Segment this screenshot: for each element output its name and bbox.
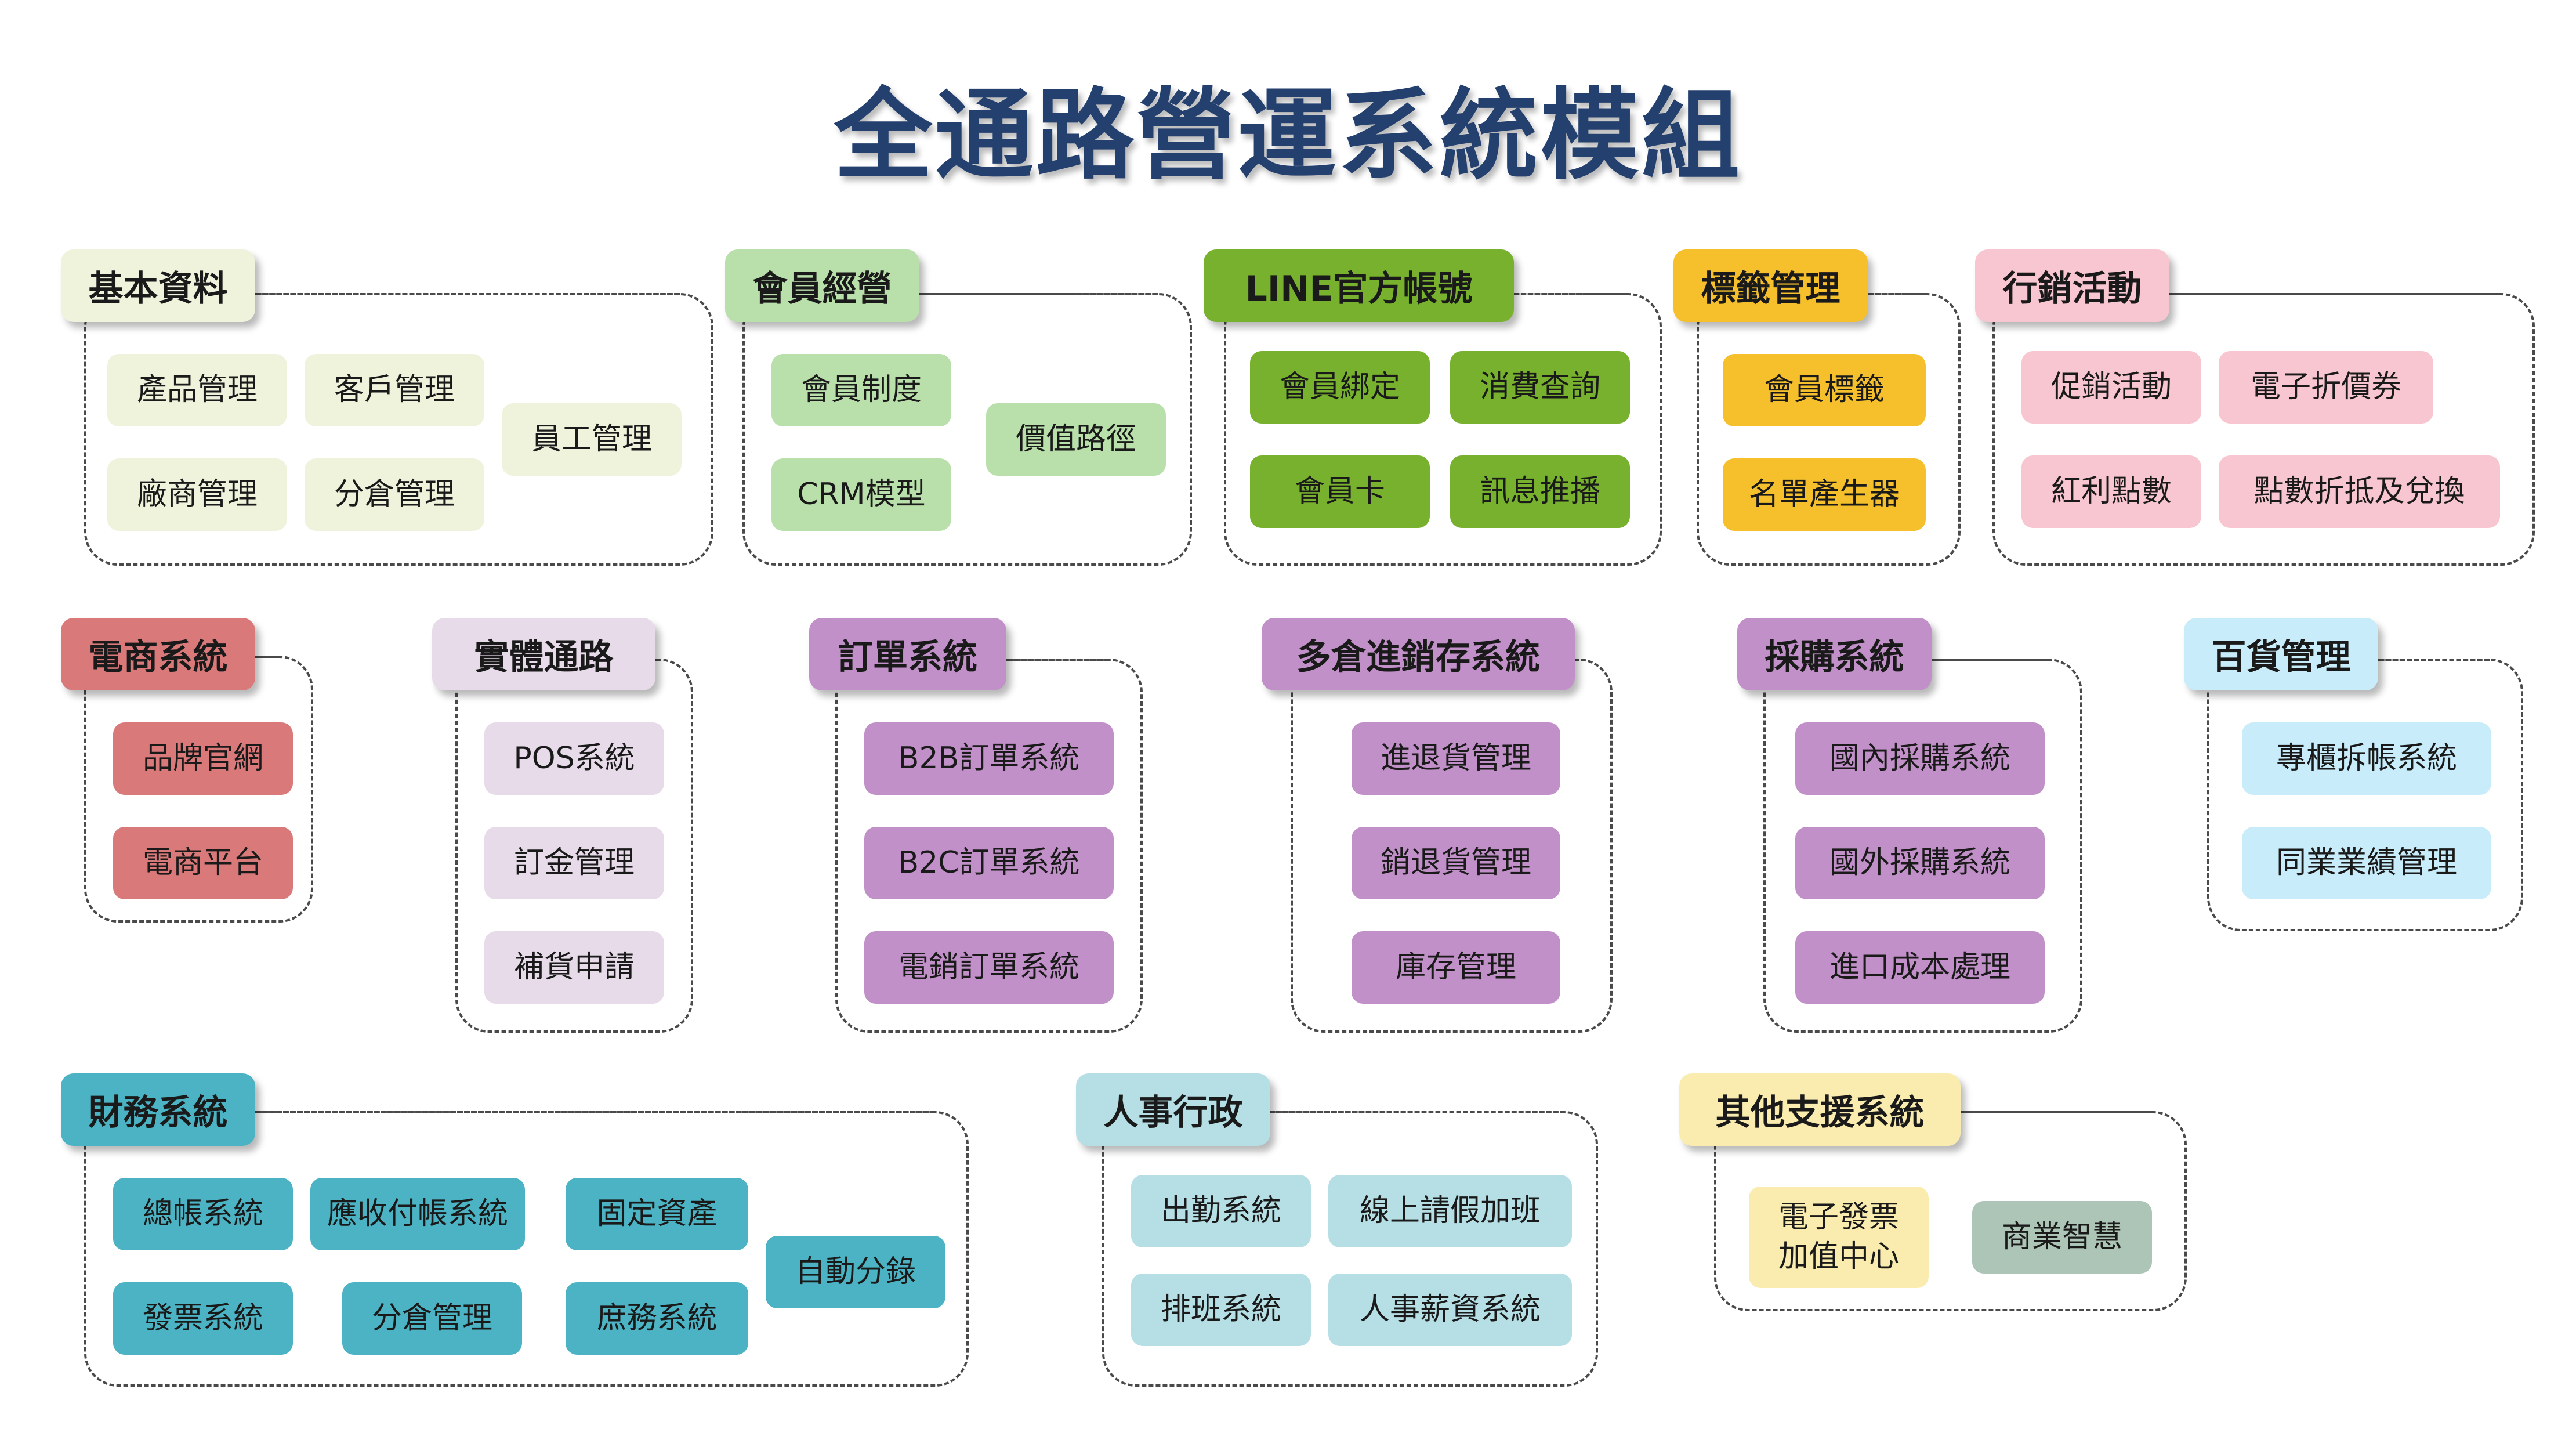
group-frame-connector	[1006, 659, 1109, 661]
module-item[interactable]: 名單產生器	[1723, 458, 1926, 531]
module-item[interactable]: 排班系統	[1131, 1274, 1311, 1346]
module-item[interactable]: 國內採購系統	[1795, 722, 2045, 795]
module-item[interactable]: 線上請假加班	[1328, 1175, 1572, 1247]
group-header[interactable]: 行銷活動	[1975, 249, 2169, 322]
group-frame-connector	[1961, 1111, 2153, 1113]
group-header[interactable]: 採購系統	[1737, 618, 1932, 690]
group-frame-connector	[1932, 659, 2049, 661]
group-frame-connector	[1575, 659, 1579, 661]
group-frame-connector	[2378, 659, 2490, 661]
group-header[interactable]: 多倉進銷存系統	[1262, 618, 1575, 690]
module-item[interactable]: 會員卡	[1250, 455, 1430, 528]
module-item[interactable]: 國外採購系統	[1795, 827, 2045, 899]
module-item[interactable]: 總帳系統	[113, 1178, 293, 1250]
module-item[interactable]: 訂金管理	[484, 827, 664, 899]
module-item[interactable]: 產品管理	[107, 354, 287, 426]
module-item[interactable]: B2B訂單系統	[864, 722, 1114, 795]
module-item[interactable]: 員工管理	[502, 403, 682, 476]
module-item[interactable]: 商業智慧	[1972, 1201, 2152, 1274]
group-header[interactable]: 百貨管理	[2184, 618, 2378, 690]
group-header[interactable]: LINE官方帳號	[1204, 249, 1514, 322]
module-item[interactable]: 進退貨管理	[1352, 722, 1560, 795]
module-item[interactable]: 銷退貨管理	[1352, 827, 1560, 899]
group-frame-connector	[2169, 293, 2501, 295]
group-header[interactable]: 基本資料	[61, 249, 255, 322]
group-frame-connector	[919, 293, 1158, 295]
module-item[interactable]: 進口成本處理	[1795, 931, 2045, 1004]
module-item[interactable]: CRM模型	[771, 458, 951, 531]
group-header[interactable]: 會員經營	[725, 249, 919, 322]
module-item[interactable]: 自動分錄	[766, 1236, 945, 1308]
module-item[interactable]: 價值路徑	[986, 403, 1166, 476]
group-frame-connector	[1868, 293, 1927, 295]
group-frame-connector	[255, 293, 680, 295]
module-item[interactable]: 促銷活動	[2021, 351, 2201, 424]
module-item[interactable]: 同業業績管理	[2242, 827, 2491, 899]
module-item[interactable]: 電銷訂單系統	[864, 931, 1114, 1004]
module-item[interactable]: 庶務系統	[566, 1282, 748, 1355]
group-frame-connector	[1270, 1111, 1564, 1113]
group-header[interactable]: 實體通路	[432, 618, 655, 690]
group-frame-connector	[655, 659, 660, 661]
group-frame-connector	[255, 656, 280, 658]
module-item[interactable]: 電商平台	[113, 827, 293, 899]
module-item[interactable]: B2C訂單系統	[864, 827, 1114, 899]
module-item[interactable]: 出勤系統	[1131, 1175, 1311, 1247]
module-item[interactable]: 廠商管理	[107, 458, 287, 531]
module-item[interactable]: 客戶管理	[305, 354, 484, 426]
module-item[interactable]: 電子發票 加值中心	[1749, 1187, 1929, 1288]
group-frame-connector	[255, 1111, 935, 1113]
module-item[interactable]: 會員制度	[771, 354, 951, 426]
module-item[interactable]: POS系統	[484, 722, 664, 795]
module-item[interactable]: 分倉管理	[342, 1282, 522, 1355]
module-item[interactable]: 品牌官網	[113, 722, 293, 795]
group-header[interactable]: 人事行政	[1076, 1073, 1270, 1146]
module-item[interactable]: 庫存管理	[1352, 931, 1560, 1004]
group-header[interactable]: 標籤管理	[1673, 249, 1868, 322]
module-item[interactable]: 應收付帳系統	[310, 1178, 525, 1250]
module-item[interactable]: 專櫃拆帳系統	[2242, 722, 2491, 795]
module-item[interactable]: 點數折抵及兌換	[2219, 455, 2500, 528]
module-item[interactable]: 會員標籤	[1723, 354, 1926, 426]
module-item[interactable]: 訊息推播	[1450, 455, 1630, 528]
module-item[interactable]: 紅利點數	[2021, 455, 2201, 528]
module-item[interactable]: 分倉管理	[305, 458, 484, 531]
page-title: 全通路營運系統模組	[834, 78, 1742, 193]
module-item[interactable]: 會員綁定	[1250, 351, 1430, 424]
group-header[interactable]: 財務系統	[61, 1073, 255, 1146]
module-item[interactable]: 補貨申請	[484, 931, 664, 1004]
group-header[interactable]: 訂單系統	[809, 618, 1006, 690]
module-item[interactable]: 電子折價券	[2219, 351, 2433, 424]
module-item[interactable]: 人事薪資系統	[1328, 1274, 1572, 1346]
module-item[interactable]: 固定資產	[566, 1178, 748, 1250]
group-header[interactable]: 其他支援系統	[1679, 1073, 1961, 1146]
group-frame-connector	[1514, 293, 1628, 295]
module-item[interactable]: 消費查詢	[1450, 351, 1630, 424]
module-item[interactable]: 發票系統	[113, 1282, 293, 1355]
group-header[interactable]: 電商系統	[61, 618, 255, 690]
